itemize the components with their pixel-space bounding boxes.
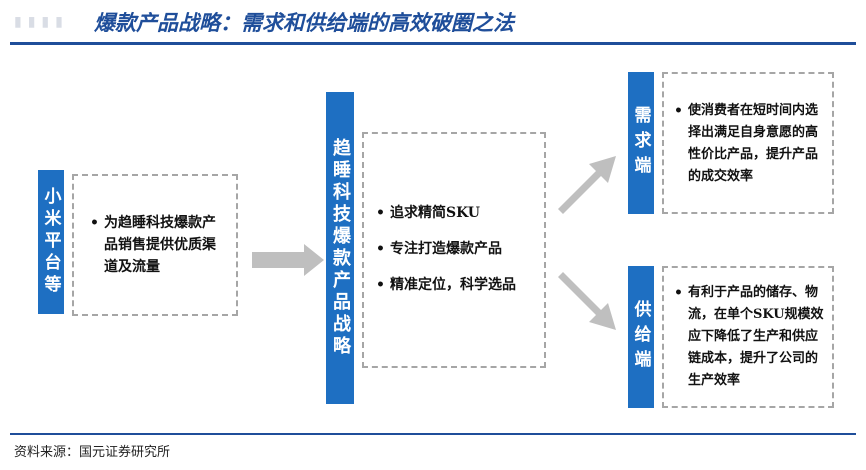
strategy-box: • 追求精简SKU • 专注打造爆款产品 • 精准定位，科学选品 xyxy=(362,132,546,368)
bullet-icon: • xyxy=(376,241,385,257)
bullet-icon: • xyxy=(674,103,683,119)
source-note: 资料来源：国元证券研究所 xyxy=(14,445,171,460)
strategy-bar: 趋睡科技爆款产品战略 xyxy=(326,92,354,404)
strategy-item-3: 精准定位，科学选品 xyxy=(390,277,516,293)
bullet-icon: • xyxy=(376,277,385,293)
arrow-right-icon xyxy=(252,244,324,276)
platform-bar: 小米平台等 xyxy=(38,170,64,314)
bullet-icon: • xyxy=(674,285,683,301)
footer-divider xyxy=(10,433,856,435)
supply-box: • 有利于产品的储存、物流，在单个SKU规模效应下降低了生产和供应链成本，提升了… xyxy=(662,266,834,408)
strategy-bar-label: 趋睡科技爆款产品战略 xyxy=(330,138,351,358)
strategy-item-2: 专注打造爆款产品 xyxy=(390,241,502,257)
page-title: 爆款产品战略：需求和供给端的高效破圈之法 xyxy=(94,10,514,35)
arrow-down-right-icon xyxy=(558,272,616,330)
supply-box-text: 有利于产品的储存、物流，在单个SKU规模效应下降低了生产和供应链成本，提升了公司… xyxy=(688,285,824,388)
bullet-icon: • xyxy=(90,215,99,231)
demand-box: • 使消费者在短时间内选择出满足自身意愿的高性价比产品，提升产品的成交效率 xyxy=(662,72,834,214)
arrow-up-right-icon xyxy=(558,156,616,214)
strategy-item-1: 追求精简SKU xyxy=(390,205,480,221)
bullet-icon: • xyxy=(376,205,385,221)
demand-box-text: 使消费者在短时间内选择出满足自身意愿的高性价比产品，提升产品的成交效率 xyxy=(688,103,819,184)
demand-bar-label: 需求端 xyxy=(630,105,651,181)
title-divider xyxy=(10,42,856,45)
supply-bar: 供给端 xyxy=(628,266,654,408)
supply-bar-label: 供给端 xyxy=(630,299,651,375)
demand-bar: 需求端 xyxy=(628,72,654,214)
platform-box: • 为趋睡科技爆款产品销售提供优质渠道及流量 xyxy=(72,174,238,316)
platform-box-text: 为趋睡科技爆款产品销售提供优质渠道及流量 xyxy=(104,215,216,275)
logo-watermark: ▮▮▮▮ xyxy=(14,14,69,30)
platform-bar-label: 小米平台等 xyxy=(40,187,61,297)
